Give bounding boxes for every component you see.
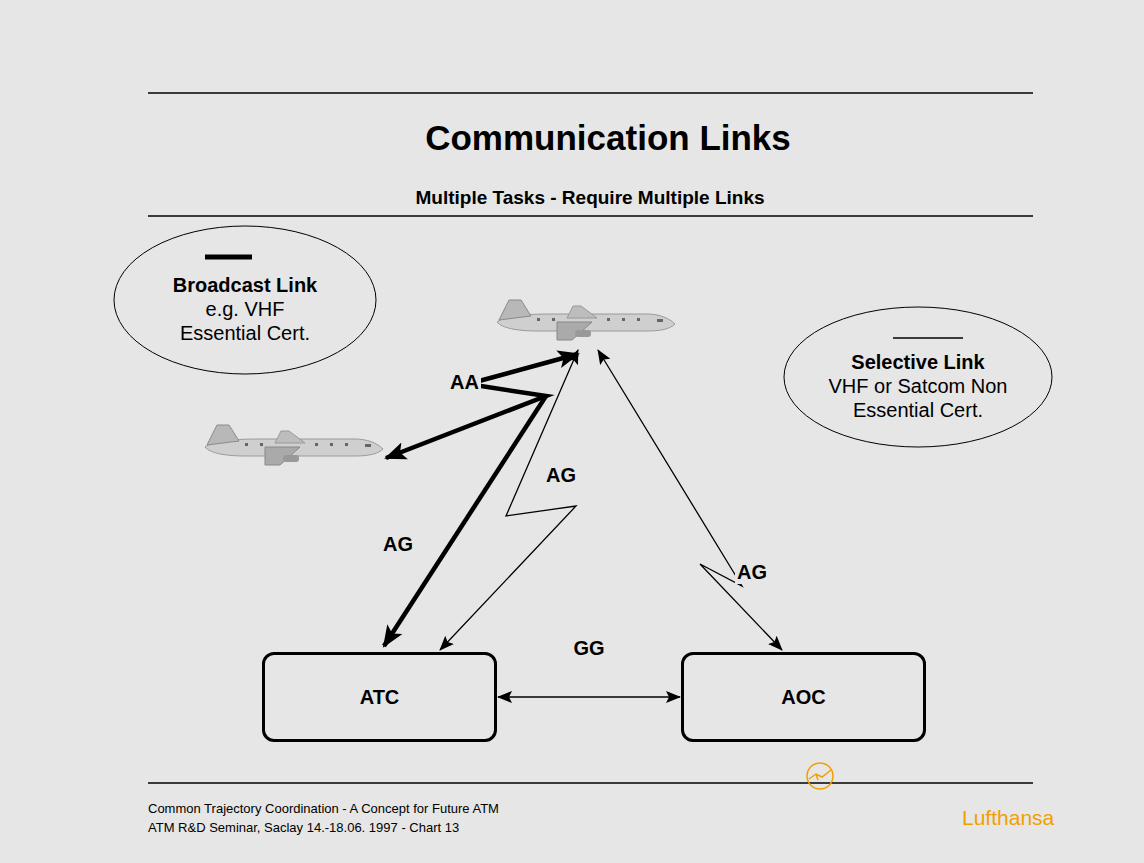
edge-label: GG	[573, 637, 604, 660]
title: Communication Links	[36, 118, 1144, 158]
station-box: AOC	[681, 652, 926, 742]
link-label: AG	[544, 464, 578, 487]
link-label: AA	[448, 371, 481, 394]
node-body: e.g. VHF Essential Cert.	[175, 297, 315, 345]
node-heading: AOC	[781, 686, 825, 709]
node-heading: Broadcast Link	[173, 274, 317, 297]
brand-name: Lufthansa	[962, 806, 1054, 830]
footer-text: Common Trajectory Coordination - A Conce…	[148, 801, 499, 816]
station-box: ATC	[262, 652, 497, 742]
link-label: AG	[735, 561, 769, 584]
connector-arrow	[498, 696, 680, 698]
node-heading: Selective Link	[851, 351, 984, 374]
link-label: AG	[381, 533, 415, 556]
node-body: VHF or Satcom Non Essential Cert.	[818, 374, 1018, 422]
legend-ellipse: Broadcast Linke.g. VHF Essential Cert.	[113, 225, 377, 375]
footer-text: ATM R&D Seminar, Saclay 14.-18.06. 1997 …	[148, 820, 459, 835]
subtitle: Multiple Tasks - Require Multiple Links	[415, 187, 764, 209]
node-heading: ATC	[360, 686, 400, 709]
legend-ellipse: Selective LinkVHF or Satcom Non Essentia…	[783, 306, 1053, 448]
line-sample	[205, 255, 252, 260]
line-sample	[893, 337, 963, 339]
